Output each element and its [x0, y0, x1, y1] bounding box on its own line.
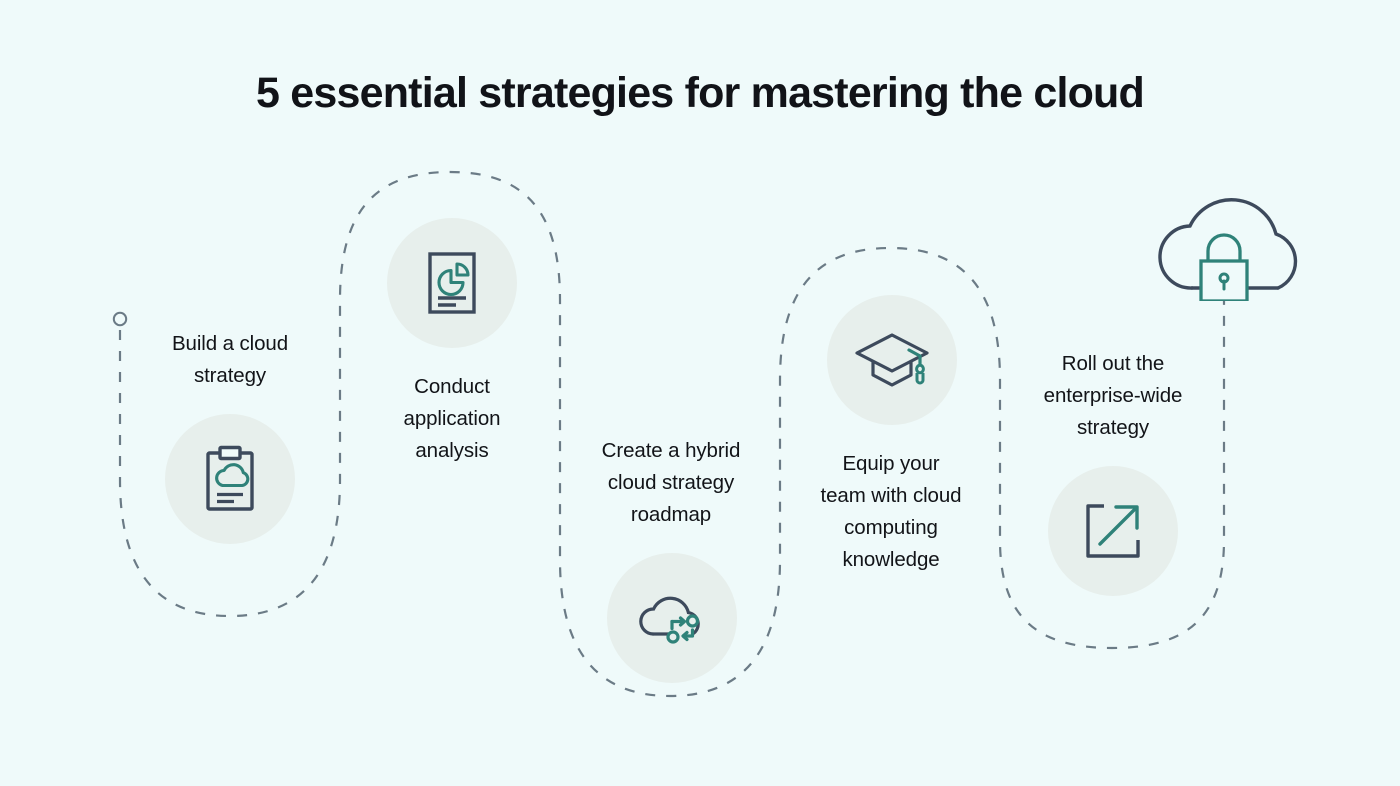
step-3-icon-badge [607, 553, 737, 683]
step-2-icon-badge [387, 218, 517, 348]
step-5-icon-badge [1048, 466, 1178, 596]
graduation-cap-icon [853, 329, 931, 391]
step-1-label: Build a cloud strategy [171, 332, 289, 387]
step-2-label: Conduct application analysis [403, 375, 501, 462]
step-4-label: Equip your team with cloud computing kno… [820, 452, 962, 571]
step-3-label: Create a hybrid cloud strategy roadmap [601, 439, 741, 526]
step-5-label: Roll out the enterprise-wide strategy [1043, 352, 1183, 439]
start-circle-marker [112, 311, 128, 327]
step-1-icon-badge [165, 414, 295, 544]
page-title: 5 essential strategies for mastering the… [256, 69, 1145, 117]
hybrid-cloud-sync-icon [635, 586, 709, 650]
step-4-icon-badge [827, 295, 957, 425]
clipboard-cloud-icon [198, 445, 262, 513]
document-pie-chart-icon [423, 249, 481, 317]
cloud-lock-icon [1134, 166, 1314, 306]
external-link-arrow-icon [1080, 498, 1146, 564]
